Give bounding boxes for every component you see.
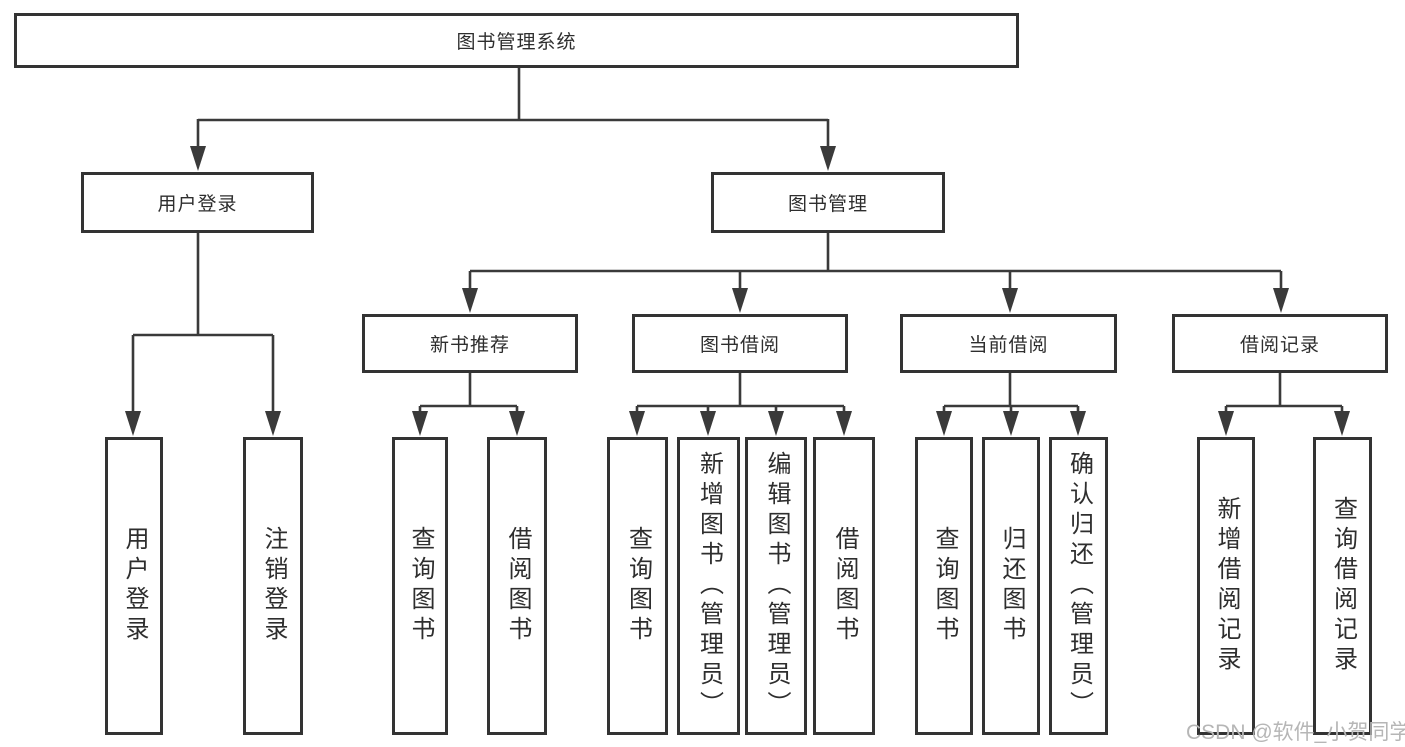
- arrowhead: [1334, 411, 1350, 436]
- node-label: 查询图书: [407, 526, 434, 646]
- leaf-logout: 注销登录: [243, 437, 303, 735]
- node-label: 查询图书: [931, 526, 958, 646]
- node-label: 新书推荐: [429, 335, 510, 356]
- arrowheads: [125, 146, 1350, 436]
- arrowhead: [1002, 288, 1018, 313]
- arrowhead: [1003, 411, 1019, 436]
- leaf-edit-books-admin: 编辑图书（管理员）: [745, 437, 807, 735]
- arrowhead: [412, 411, 428, 436]
- leaf-borrow-books-recommend: 借阅图书: [487, 437, 547, 735]
- arrowhead: [265, 411, 281, 436]
- csdn-watermark: CSDN @软件_小贺同学: [1186, 721, 1405, 744]
- node-label: 用户登录: [157, 194, 238, 215]
- node-label: 新增图书（管理员）: [695, 451, 723, 721]
- node-label: 归还图书: [998, 526, 1025, 646]
- arrowhead: [700, 411, 716, 436]
- node-label: 当前借阅: [968, 335, 1049, 356]
- arrowhead: [1273, 288, 1289, 313]
- node-label: 借阅记录: [1239, 335, 1320, 356]
- arrowhead: [732, 288, 748, 313]
- leaf-borrow-books: 借阅图书: [813, 437, 875, 735]
- arrowhead: [768, 411, 784, 436]
- leaf-confirm-return-admin: 确认归还（管理员）: [1049, 437, 1108, 735]
- node-label: 查询图书: [624, 526, 652, 646]
- node-current-borrowing: 当前借阅: [900, 314, 1117, 373]
- arrowhead: [629, 411, 645, 436]
- node-label: 借阅图书: [504, 526, 531, 646]
- node-user-login: 用户登录: [81, 172, 314, 233]
- leaf-query-books-current: 查询图书: [915, 437, 973, 735]
- arrowhead: [936, 411, 952, 436]
- node-label: 用户登录: [121, 526, 148, 646]
- arrowhead: [509, 411, 525, 436]
- arrowhead: [1070, 411, 1086, 436]
- leaf-add-books-admin: 新增图书（管理员）: [677, 437, 740, 735]
- node-borrowing-records: 借阅记录: [1172, 314, 1388, 373]
- node-library-management-system: 图书管理系统: [14, 13, 1019, 68]
- node-label: 图书管理: [787, 194, 868, 215]
- node-new-book-recommendation: 新书推荐: [362, 314, 578, 373]
- leaf-query-borrow-record: 查询借阅记录: [1313, 437, 1372, 735]
- node-label: 图书借阅: [699, 335, 780, 356]
- arrowhead: [462, 288, 478, 313]
- connector-path: [131, 68, 1344, 415]
- leaf-query-books-recommend: 查询图书: [392, 437, 448, 735]
- node-label: 图书管理系统: [456, 32, 577, 53]
- arrowhead: [836, 411, 852, 436]
- node-label: 借阅图书: [831, 526, 858, 646]
- node-label: 确认归还（管理员）: [1065, 451, 1093, 721]
- node-book-borrowing: 图书借阅: [632, 314, 848, 373]
- leaf-return-books: 归还图书: [982, 437, 1040, 735]
- leaf-user-login: 用户登录: [105, 437, 163, 735]
- arrowhead: [1218, 411, 1234, 436]
- node-label: 新增借阅记录: [1213, 496, 1240, 676]
- arrowhead: [820, 146, 836, 171]
- leaf-add-borrow-record: 新增借阅记录: [1197, 437, 1255, 735]
- node-book-management: 图书管理: [711, 172, 945, 233]
- leaf-query-books-borrow: 查询图书: [607, 437, 668, 735]
- node-label: 编辑图书（管理员）: [763, 451, 790, 721]
- node-label: 查询借阅记录: [1329, 496, 1357, 676]
- node-label: 注销登录: [260, 526, 287, 646]
- arrowhead: [190, 146, 206, 171]
- arrowhead: [125, 411, 141, 436]
